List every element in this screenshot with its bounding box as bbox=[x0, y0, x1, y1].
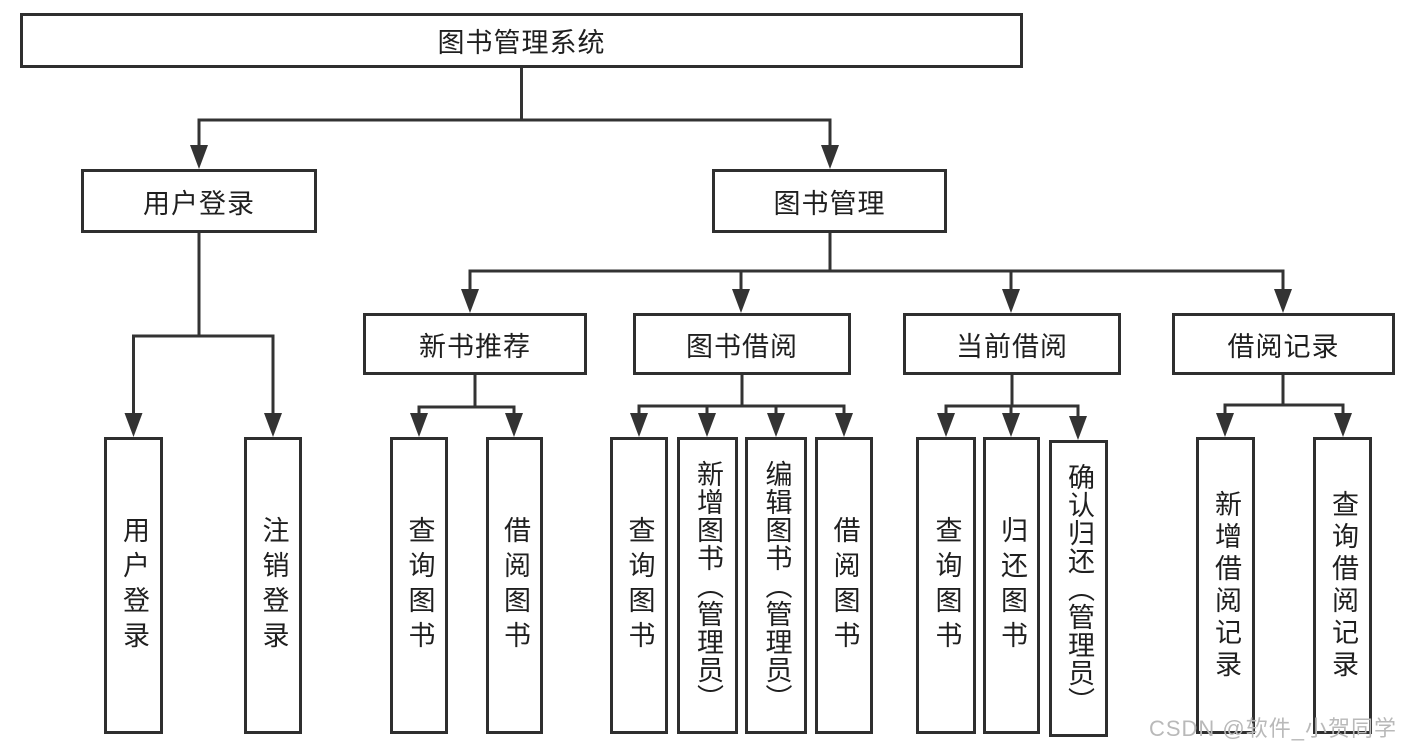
leaf-label: 查询借阅记录 bbox=[1328, 489, 1358, 682]
node-label: 借阅记录 bbox=[1227, 331, 1340, 362]
leaf-label: 用户登录 bbox=[119, 515, 149, 656]
leaf-label: 归还图书 bbox=[997, 515, 1027, 656]
leaf-confirm-return-admin: 确认归还（管理员） bbox=[1049, 440, 1108, 737]
leaf-label: 新增图书（管理员） bbox=[693, 459, 723, 712]
leaf-borrow-books: 借阅图书 bbox=[815, 437, 873, 734]
leaf-query-books-recommend: 查询图书 bbox=[390, 437, 448, 734]
node-label: 图书管理 bbox=[773, 188, 886, 219]
node-label: 图书借阅 bbox=[686, 331, 798, 362]
leaf-borrow-books-recommend: 借阅图书 bbox=[486, 437, 543, 734]
node-new-book-recommend: 新书推荐 bbox=[363, 313, 587, 375]
leaf-return-books: 归还图书 bbox=[983, 437, 1040, 734]
leaf-label: 查询图书 bbox=[624, 515, 655, 656]
leaf-label: 借阅图书 bbox=[829, 515, 860, 656]
node-borrow-records: 借阅记录 bbox=[1172, 313, 1395, 375]
leaf-label: 查询图书 bbox=[931, 515, 962, 656]
node-label: 图书管理系统 bbox=[437, 28, 606, 58]
leaf-label: 查询图书 bbox=[404, 515, 435, 656]
node-book-management: 图书管理 bbox=[712, 169, 947, 233]
node-user-login: 用户登录 bbox=[81, 169, 317, 233]
leaf-query-books-borrow: 查询图书 bbox=[610, 437, 668, 734]
leaf-user-login: 用户登录 bbox=[104, 437, 163, 734]
leaf-label: 确认归还（管理员） bbox=[1064, 462, 1094, 715]
leaf-label: 借阅图书 bbox=[500, 515, 530, 656]
leaf-label: 新增借阅记录 bbox=[1211, 489, 1241, 682]
node-current-borrow: 当前借阅 bbox=[903, 313, 1121, 375]
leaf-edit-books-admin: 编辑图书（管理员） bbox=[745, 437, 807, 734]
node-book-borrow: 图书借阅 bbox=[633, 313, 851, 375]
leaf-label: 编辑图书（管理员） bbox=[761, 459, 792, 712]
leaf-query-books-current: 查询图书 bbox=[916, 437, 976, 734]
node-label: 用户登录 bbox=[143, 188, 255, 219]
node-label: 新书推荐 bbox=[419, 331, 531, 362]
leaf-add-books-admin: 新增图书（管理员） bbox=[677, 437, 738, 734]
leaf-logout: 注销登录 bbox=[244, 437, 302, 734]
leaf-add-borrow-record: 新增借阅记录 bbox=[1196, 437, 1255, 734]
node-library-management-system: 图书管理系统 bbox=[20, 13, 1023, 68]
leaf-query-borrow-record: 查询借阅记录 bbox=[1313, 437, 1372, 734]
node-label: 当前借阅 bbox=[956, 331, 1068, 362]
leaf-label: 注销登录 bbox=[258, 515, 289, 656]
